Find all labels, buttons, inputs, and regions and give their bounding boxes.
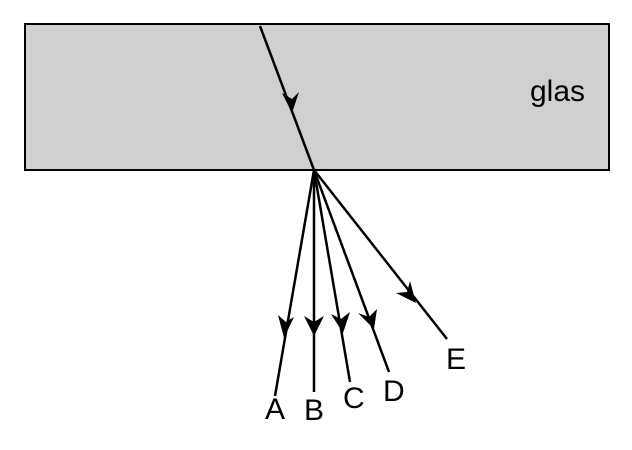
ray-e-label: E (446, 343, 466, 376)
ray-a (273, 169, 316, 397)
glass-label: glas (530, 75, 585, 108)
ray-d-arrowhead (358, 309, 377, 329)
ray-e (313, 169, 448, 340)
ray-c-label: C (343, 382, 365, 415)
ray-d-label: D (383, 375, 405, 408)
ray-d (312, 169, 391, 373)
ray-a-arrowhead (278, 315, 294, 338)
ray-c-arrowhead (331, 312, 350, 333)
incident-ray-arrowhead (282, 92, 299, 113)
ray-e-arrowhead (396, 281, 416, 303)
ray-b-label: B (304, 394, 324, 427)
glass-block (24, 23, 610, 171)
ray-b-arrowhead (304, 316, 324, 336)
ray-a-label: A (265, 393, 285, 426)
ray-c (312, 169, 352, 383)
